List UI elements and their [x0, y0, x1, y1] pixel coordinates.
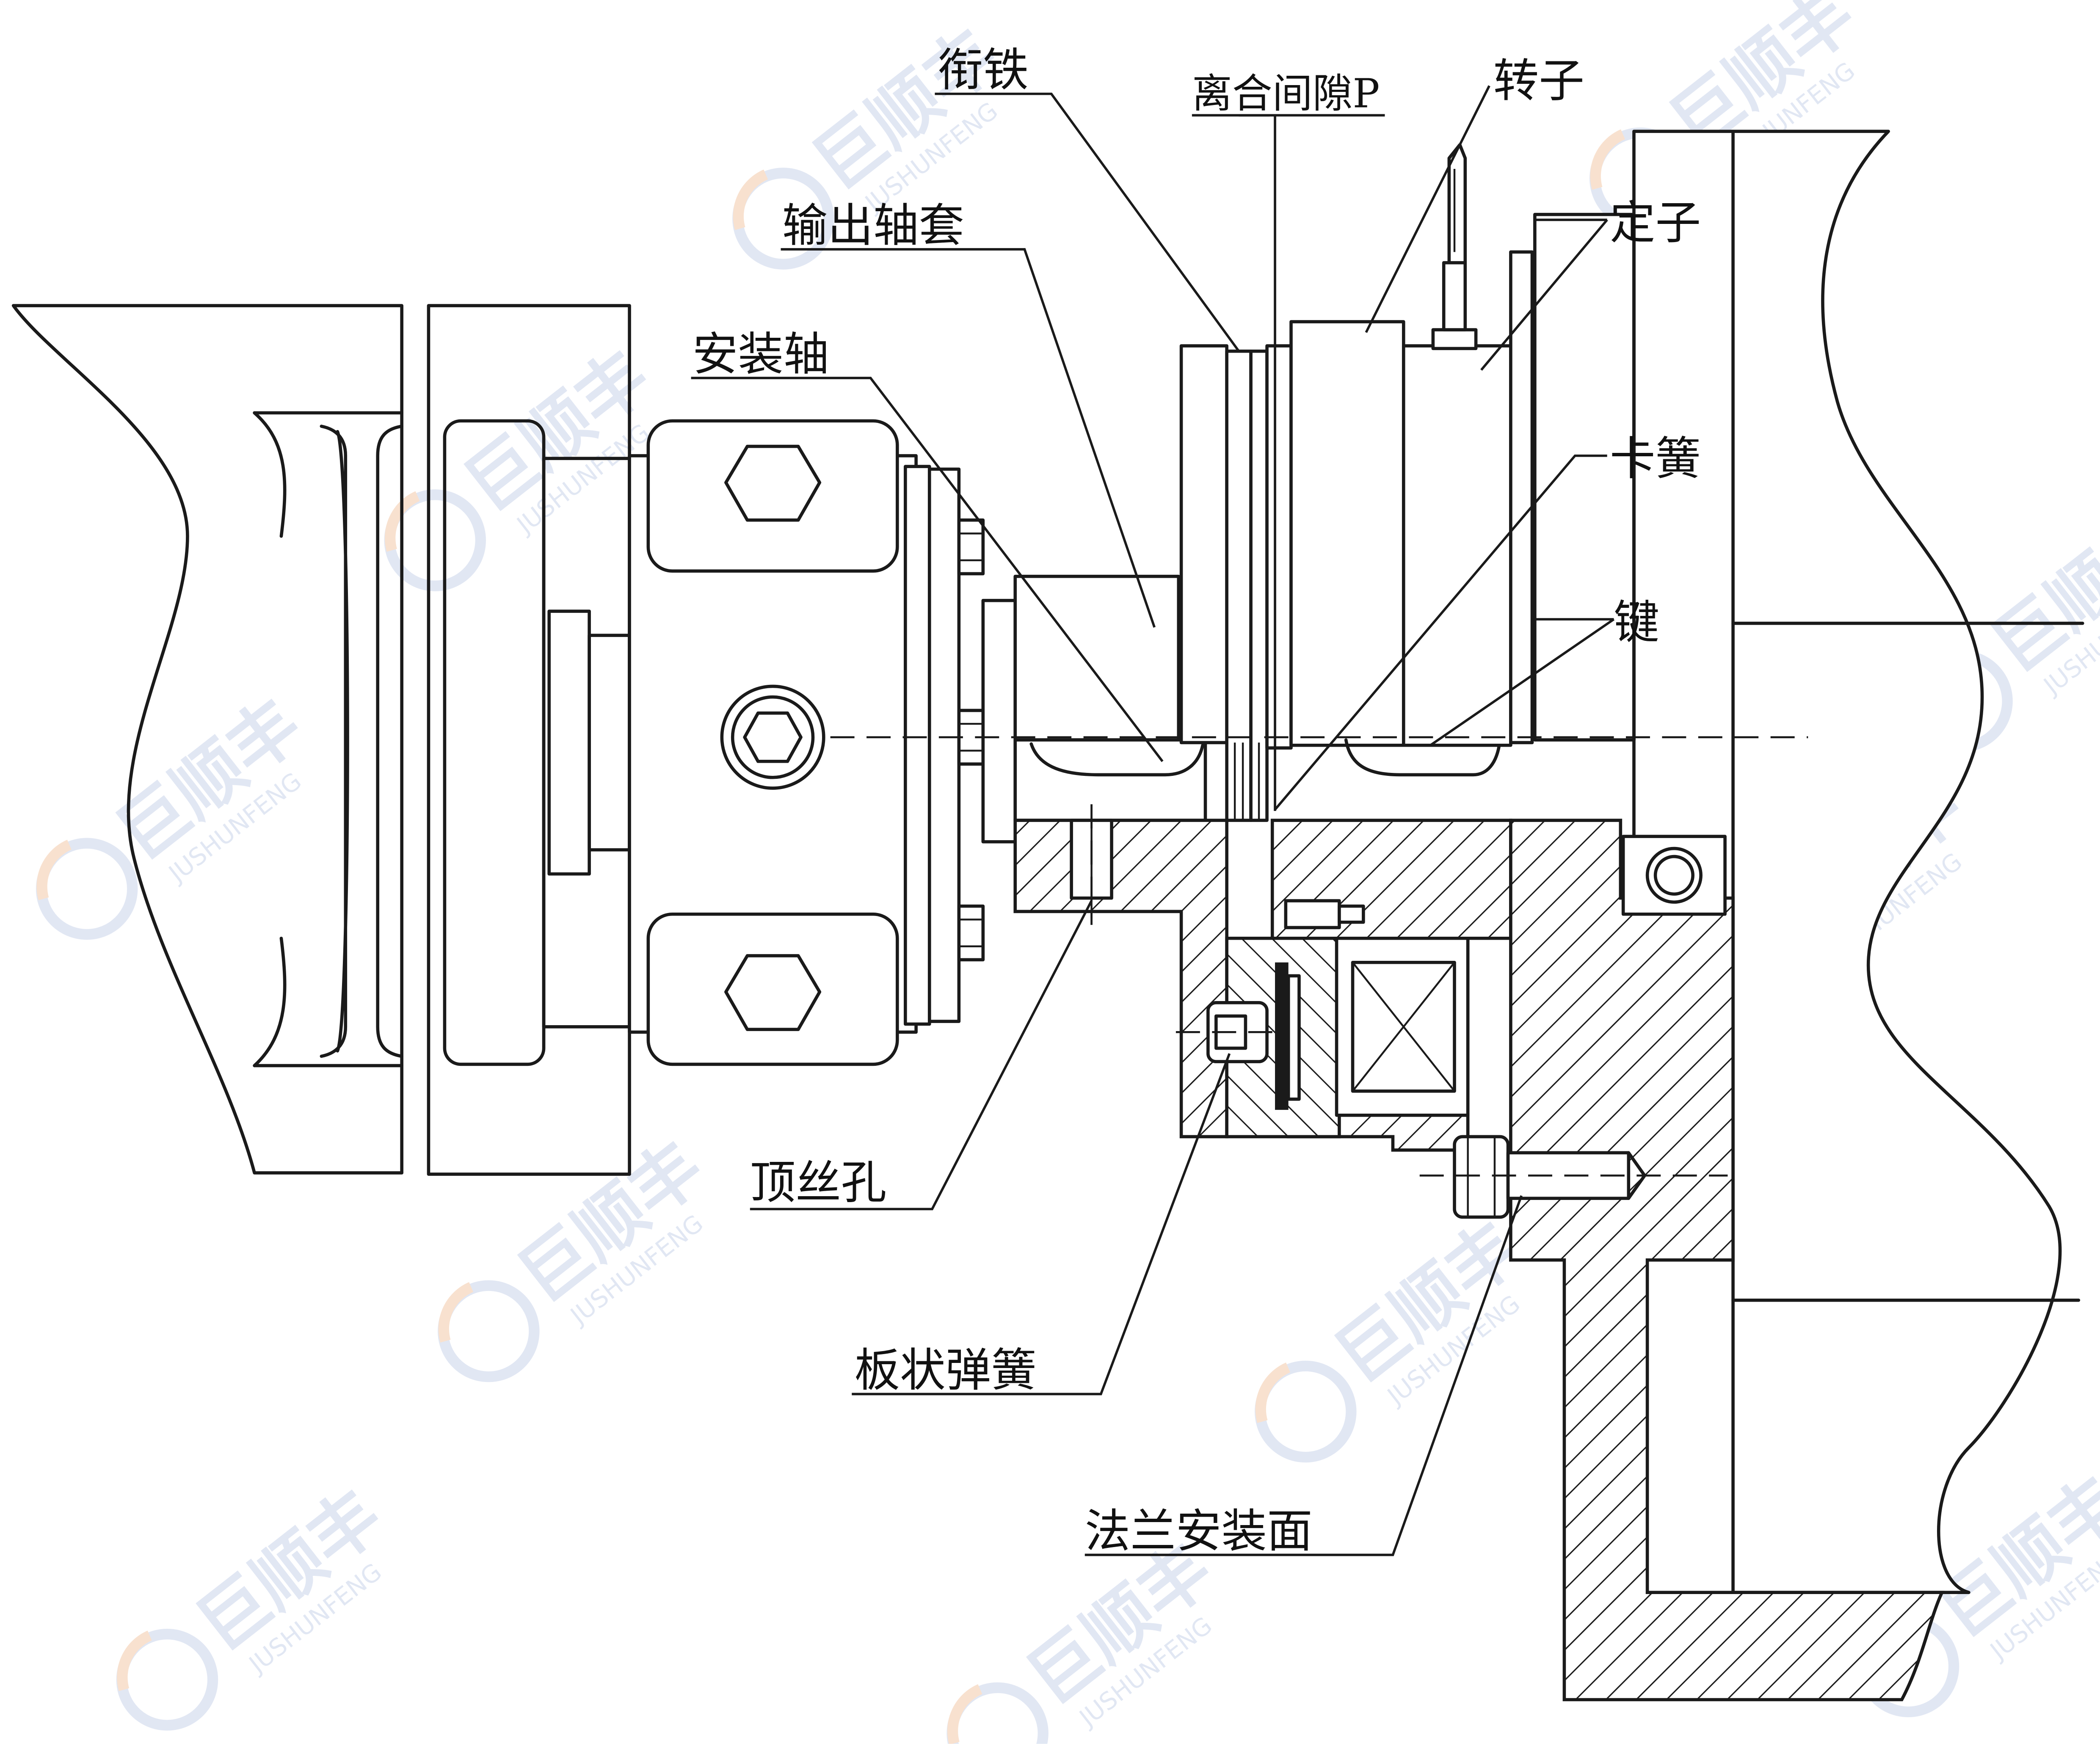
leader-lines — [691, 85, 1615, 1556]
watermark-emblem-accent-icon — [1255, 1362, 1291, 1423]
watermark-emblem-accent-icon — [1590, 129, 1625, 190]
watermark-emblem-accent-icon — [947, 1684, 982, 1745]
center-lines — [830, 736, 1808, 1177]
label-stator: 定子 — [1610, 197, 1701, 250]
rotor — [1265, 320, 1502, 777]
stator — [1402, 143, 1534, 747]
right-housing — [1453, 130, 2084, 1702]
label-set-screw-hole: 顶丝孔 — [750, 1156, 887, 1209]
label-release-gap: 离合间隙P — [1192, 70, 1380, 117]
left-motor-housing — [11, 304, 631, 1176]
lower-hub — [1206, 819, 1512, 1152]
watermark-emblem-accent-icon — [438, 1282, 474, 1343]
watermark-emblem-accent-icon — [733, 169, 768, 230]
watermark-emblem-accent-icon — [117, 1630, 152, 1691]
label-key: 键 — [1614, 596, 1660, 649]
armature — [1179, 344, 1269, 822]
watermark-emblem-accent-icon — [36, 839, 72, 900]
label-armature: 衔铁 — [938, 44, 1029, 97]
watermark-emblem-accent-icon — [385, 491, 420, 552]
label-mounting-shaft: 安装轴 — [693, 328, 829, 381]
label-circlip: 卡簧 — [1610, 433, 1701, 485]
label-flange-mounting-face: 法兰安装面 — [1085, 1505, 1313, 1558]
coupling-hub — [628, 419, 1017, 1066]
output-sleeve — [1013, 574, 1228, 1139]
label-leaf-spring: 板状弹簧 — [855, 1344, 1037, 1397]
label-output-sleeve: 输出轴套 — [782, 199, 964, 252]
labels: 衔铁 离合间隙P 转子 输出轴套 定子 安装轴 卡簧 键 顶丝孔 板状弹簧 法兰… — [693, 44, 1701, 1558]
label-rotor: 转子 — [1493, 55, 1584, 108]
